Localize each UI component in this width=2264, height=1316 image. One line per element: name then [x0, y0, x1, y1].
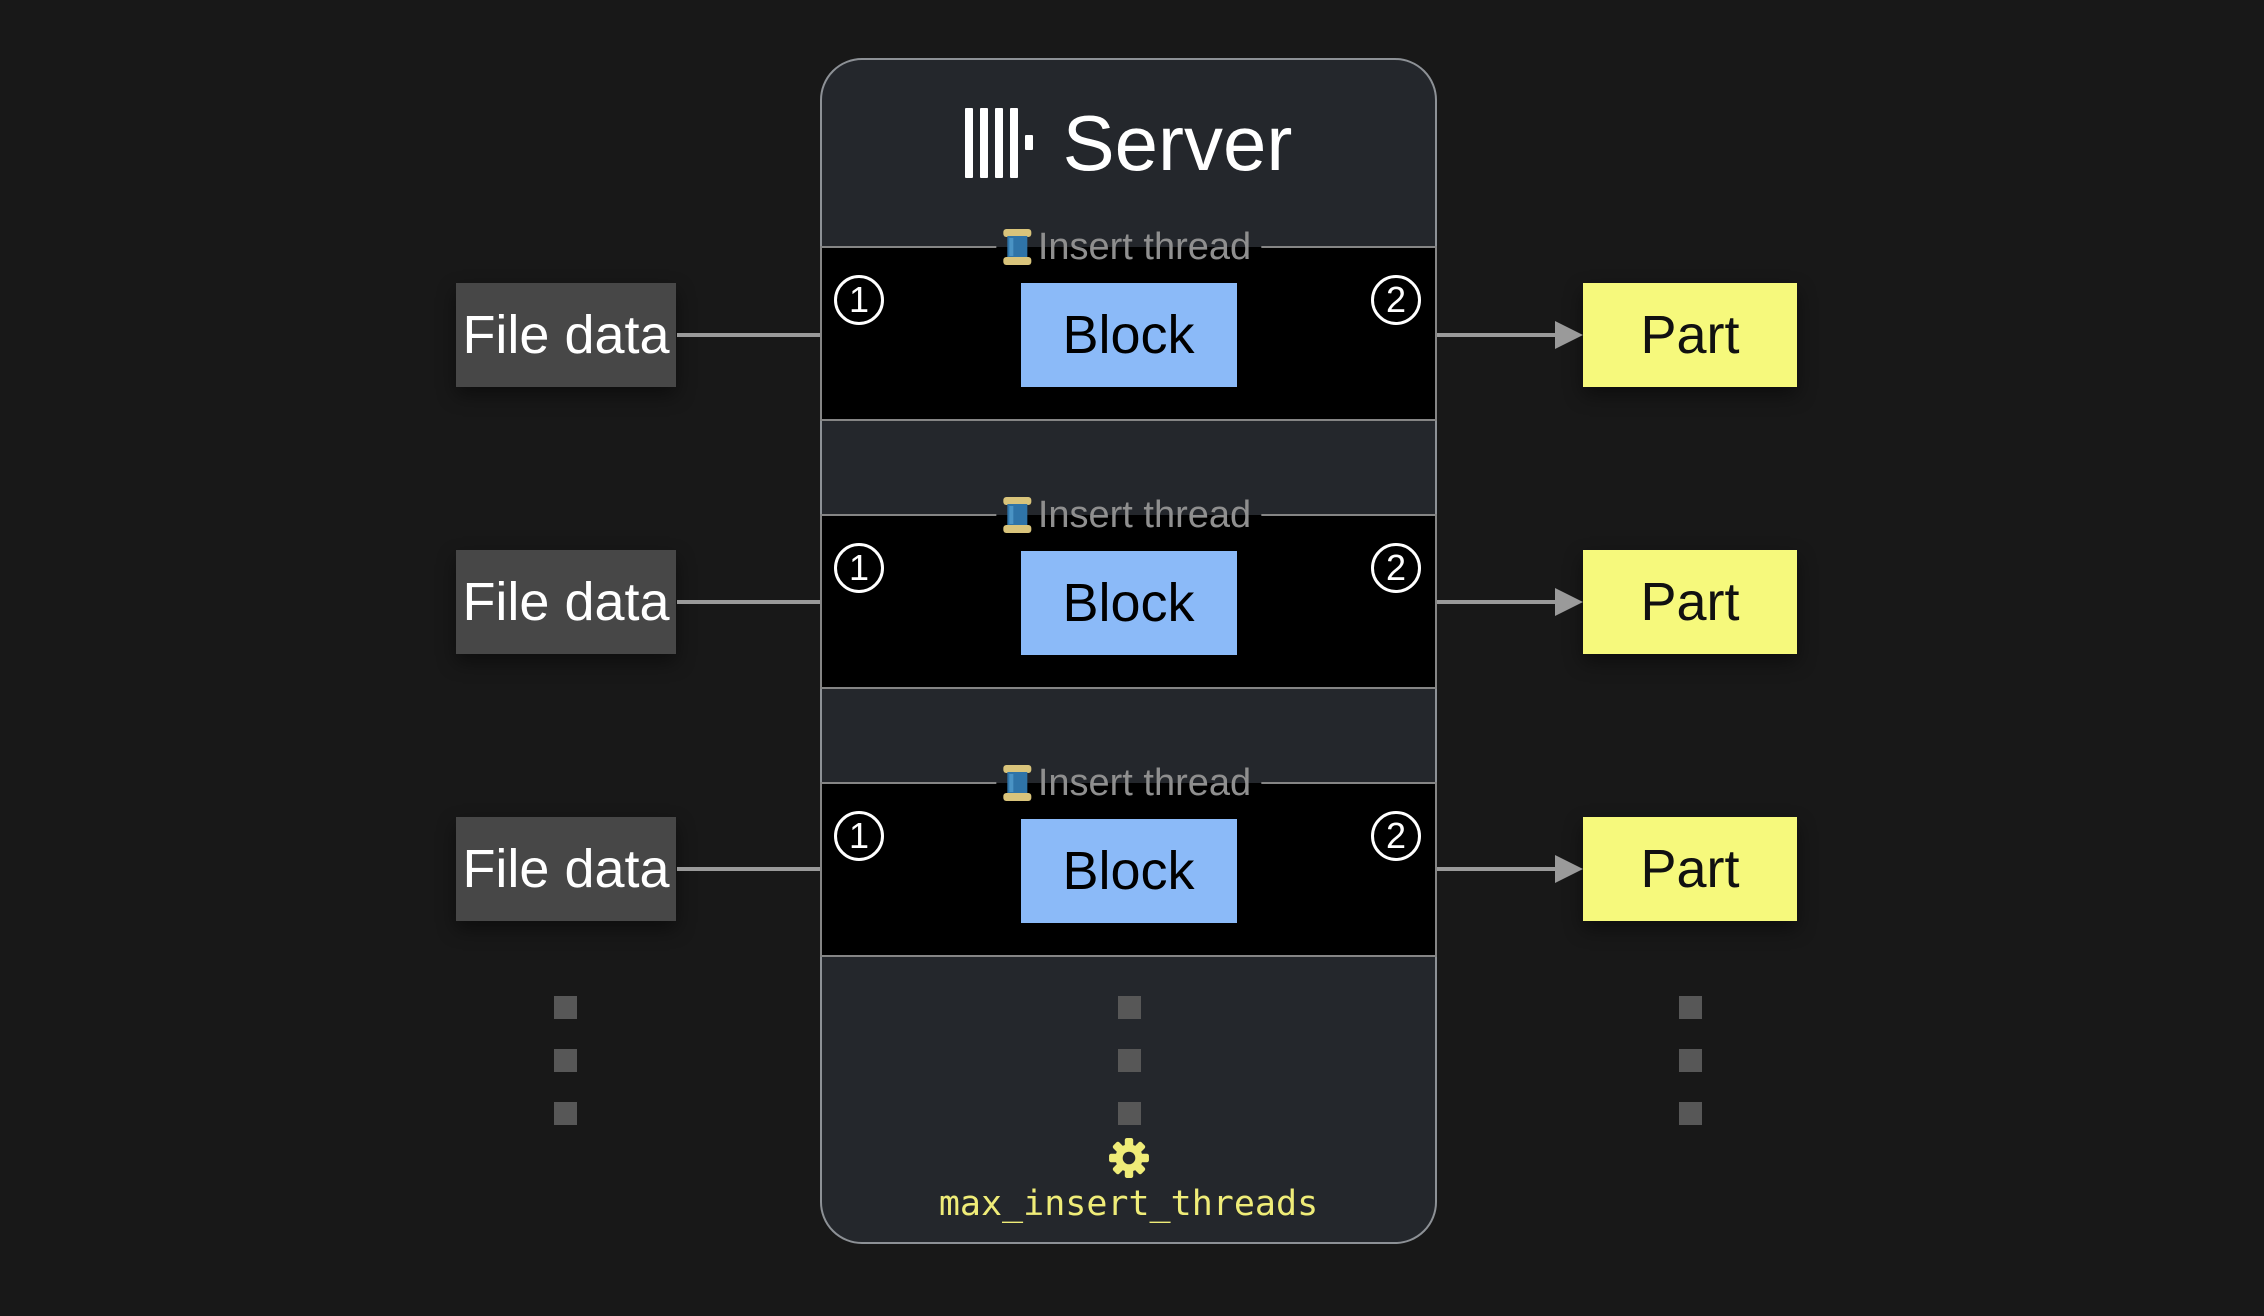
file-data-box: File data: [456, 283, 676, 387]
clickhouse-logo-icon: [964, 107, 1033, 178]
insert-thread-legend: Insert thread: [995, 491, 1262, 539]
file-data-box: File data: [456, 550, 676, 654]
thread-spool-icon: [1002, 765, 1031, 801]
insert-thread-legend: Insert thread: [995, 223, 1262, 271]
part-box: Part: [1583, 550, 1797, 654]
step-2-badge: 2: [1371, 543, 1421, 593]
insert-thread-legend: Insert thread: [995, 759, 1262, 807]
ellipsis-dot: [1679, 996, 1702, 1019]
gear-icon: [1108, 1138, 1149, 1178]
insert-thread-box: Insert thread 1 Block 2: [820, 491, 1437, 689]
part-box: Part: [1583, 283, 1797, 387]
ellipsis-dots-threads: [1118, 996, 1141, 1155]
ellipsis-dot: [1118, 996, 1141, 1019]
part-box: Part: [1583, 817, 1797, 921]
server-panel: Server Insert thread 1 Block 2: [820, 58, 1437, 1244]
thread-spool-icon: [1002, 229, 1031, 265]
ellipsis-dot: [1118, 1049, 1141, 1072]
insert-thread-box: Insert thread 1 Block 2: [820, 759, 1437, 957]
block-box: Block: [1020, 551, 1237, 655]
insert-thread-label: Insert thread: [1037, 761, 1252, 804]
max-insert-threads-label: max_insert_threads: [938, 1184, 1319, 1224]
block-box: Block: [1020, 283, 1237, 387]
insert-thread-box: Insert thread 1 Block 2: [820, 223, 1437, 421]
block-box: Block: [1020, 819, 1237, 923]
ellipsis-dot: [1118, 1102, 1141, 1125]
ellipsis-dots-sources: [554, 996, 577, 1155]
step-1-badge: 1: [834, 811, 884, 861]
server-title: Server: [822, 90, 1435, 195]
step-2-badge: 2: [1371, 275, 1421, 325]
step-1-badge: 1: [834, 275, 884, 325]
server-title-label: Server: [1062, 98, 1293, 187]
file-data-box: File data: [456, 817, 676, 921]
insert-thread-label: Insert thread: [1037, 493, 1252, 536]
ellipsis-dot: [554, 1102, 577, 1125]
ellipsis-dot: [1679, 1049, 1702, 1072]
ellipsis-dot: [554, 996, 577, 1019]
insert-thread-label: Insert thread: [1037, 225, 1252, 268]
thread-spool-icon: [1002, 497, 1031, 533]
step-2-badge: 2: [1371, 811, 1421, 861]
ellipsis-dot: [1679, 1102, 1702, 1125]
ellipsis-dots-parts: [1679, 996, 1702, 1155]
step-1-badge: 1: [834, 543, 884, 593]
ellipsis-dot: [554, 1049, 577, 1072]
